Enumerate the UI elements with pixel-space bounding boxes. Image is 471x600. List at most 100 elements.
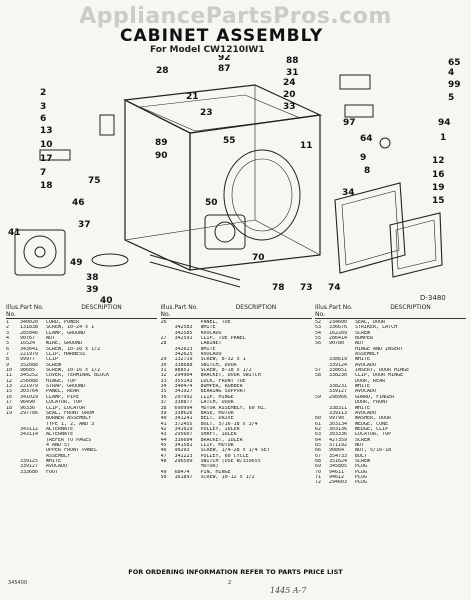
cell-part: 342623 bbox=[174, 346, 193, 352]
header-illus-no: Illus. No. bbox=[160, 304, 175, 318]
cell-desc: CLIP, LOCATOR bbox=[46, 405, 86, 411]
cell-no: 64 bbox=[315, 437, 322, 443]
cell-no: 26 bbox=[160, 320, 167, 325]
cell-desc: WIRE, GROUND bbox=[46, 341, 83, 347]
cell-part: 343112 bbox=[20, 426, 39, 432]
table-row: ASSEMBLY bbox=[6, 454, 157, 459]
cell-desc: BEARING SUPPORT bbox=[200, 389, 246, 395]
cell-no: 58 bbox=[315, 373, 322, 379]
cell-desc: BUMPER, RUBBER bbox=[200, 384, 243, 390]
cell-part: 221979 bbox=[20, 352, 39, 358]
cabinet-drawing bbox=[122, 84, 323, 271]
cell-no: 39 bbox=[160, 410, 167, 416]
cell-part: 341581 bbox=[174, 442, 193, 448]
cell-no: 11 bbox=[6, 373, 13, 379]
cell-part: 341223 bbox=[174, 453, 193, 459]
cell-no: 68 bbox=[315, 458, 322, 464]
cell-desc: SCREW bbox=[46, 362, 62, 368]
cell-part: 371192 bbox=[329, 442, 348, 448]
callout-label: 34 bbox=[342, 188, 355, 198]
cell-desc: SCREW, 10-24 x 1 bbox=[46, 325, 95, 331]
cell-no: 3 bbox=[6, 330, 10, 336]
cell-part: 427359 bbox=[329, 437, 348, 443]
cell-desc: SHAFT, IDLER bbox=[200, 432, 237, 438]
header-illus-no: Illus. No. bbox=[315, 304, 329, 318]
header-illus-no: Illus. No. bbox=[6, 304, 20, 318]
cell-part: 96490 bbox=[20, 400, 36, 406]
callout-label: 18 bbox=[40, 181, 53, 191]
cell-part: 339127 bbox=[20, 464, 39, 470]
cell-no: 65 bbox=[315, 442, 322, 448]
callout-label: 89 bbox=[155, 138, 168, 148]
table-row: 34 340474 BUMPER, RUBBER bbox=[161, 384, 312, 389]
cell-no: 62 bbox=[315, 426, 322, 432]
table-row: (REFER TO PAGES bbox=[6, 438, 157, 443]
cell-no: 33 bbox=[160, 378, 167, 384]
cell-desc: WHITE bbox=[200, 325, 216, 331]
cell-no: 1 bbox=[6, 320, 10, 325]
cell-part: 256088 bbox=[20, 378, 39, 384]
cell-part: 338230 bbox=[329, 373, 348, 379]
header-part-no: Part No. bbox=[329, 304, 353, 311]
cell-desc: PIN, HINGE bbox=[200, 469, 231, 475]
callout-label: 16 bbox=[432, 170, 445, 180]
cell-no: 55 bbox=[315, 336, 322, 342]
table-row: DOOR, REAR bbox=[315, 379, 466, 384]
cell-no: 2 bbox=[6, 325, 10, 331]
cell-part: 345805 bbox=[329, 464, 348, 470]
cell-part: 340474 bbox=[174, 384, 193, 390]
table-row: 64 427359 SCREW bbox=[315, 438, 466, 443]
cell-no: 7 bbox=[6, 352, 10, 358]
cell-desc: BURNER ASSEMBLY bbox=[46, 416, 92, 422]
cell-desc: WASHER, DOOR bbox=[355, 416, 392, 422]
cell-no: 4 bbox=[6, 336, 10, 342]
cell-desc: SCREW, 10-16 x 1/2 bbox=[46, 346, 101, 352]
cell-desc: CLIP, DOOR HINGE bbox=[355, 373, 404, 379]
cell-desc: CLIP, TOE PANEL bbox=[200, 336, 246, 342]
cell-no: 10 bbox=[6, 368, 13, 374]
cell-desc: GUARD, FINGER bbox=[355, 394, 395, 400]
cell-no: 12 bbox=[6, 378, 13, 384]
cell-no bbox=[6, 470, 20, 475]
cell-desc: PANEL, REAR bbox=[46, 389, 80, 395]
cell-desc: SCREW bbox=[355, 437, 371, 443]
callout-label: 7 bbox=[40, 168, 46, 178]
callout-label: 70 bbox=[252, 253, 265, 263]
cell-part: 16524 bbox=[20, 341, 36, 347]
cell-part: 341029 bbox=[20, 394, 39, 400]
callout-label: 15 bbox=[432, 196, 445, 206]
cell-no: 34 bbox=[160, 384, 167, 390]
callout-label: 17 bbox=[40, 154, 53, 164]
cell-no: 17 bbox=[6, 400, 13, 406]
cell-no: 49 bbox=[160, 469, 167, 475]
cell-desc: CLIP, HINGE bbox=[200, 394, 234, 400]
cell-desc: PANEL, TOE bbox=[200, 320, 231, 325]
cell-desc: LOCATOR, TOP bbox=[355, 432, 392, 438]
cell-part: 338626 bbox=[174, 410, 193, 416]
cell-desc: ALTERNATE bbox=[46, 426, 74, 432]
cell-desc: SCREW, 8-18 x 1/2 bbox=[200, 368, 252, 374]
cell-desc: SWITCH, DOOR bbox=[200, 362, 237, 368]
